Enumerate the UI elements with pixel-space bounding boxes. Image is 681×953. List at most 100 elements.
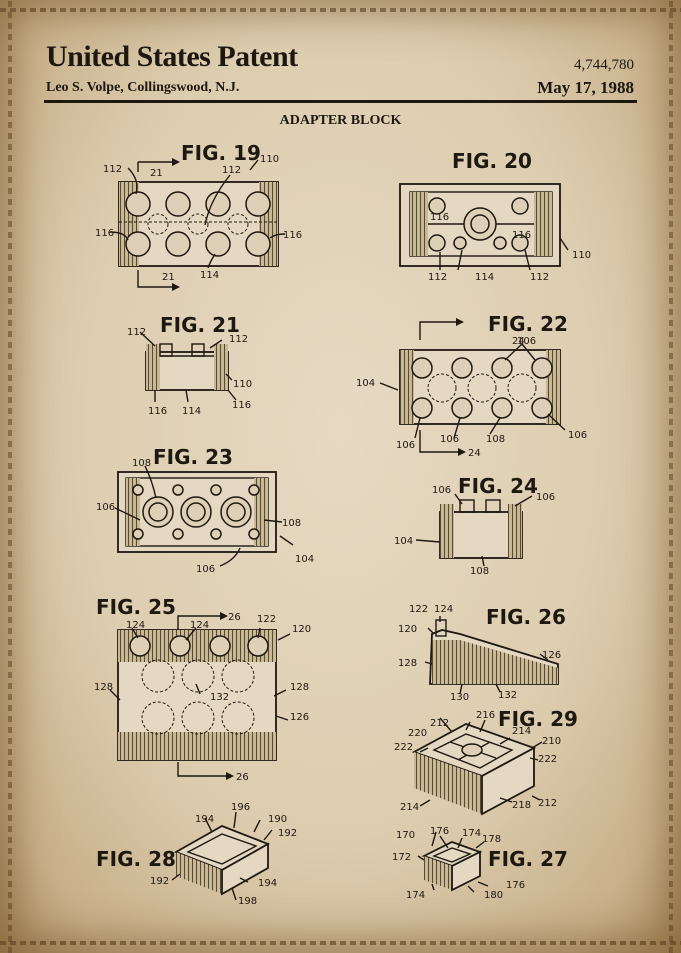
fig27-ref-176a: 176: [430, 826, 449, 837]
fig23-label: FIG. 23: [153, 445, 233, 469]
fig24-label: FIG. 24: [458, 474, 538, 498]
fig27-label: FIG. 27: [488, 847, 568, 871]
figure-28: FIG. 28 194 196 190 192 192 194 198: [96, 802, 297, 907]
fig19-ref-112a: 112: [103, 164, 122, 175]
fig21-ref-116a: 116: [148, 406, 167, 417]
figure-29: FIG. 29 216 212 220 214 210 222 222 214 …: [394, 707, 578, 816]
fig25-ref-122: 122: [257, 614, 276, 625]
patent-title: United States Patent: [46, 40, 298, 73]
patent-date: May 17, 1988: [537, 78, 634, 97]
fig22-label: FIG. 22: [488, 312, 568, 336]
fig21-ref-116b: 116: [232, 400, 251, 411]
fig19-ref-112b: 112: [222, 165, 241, 176]
fig20-label: FIG. 20: [452, 149, 532, 173]
fig21-ref-110: 110: [233, 379, 252, 390]
figure-22: FIG. 22 24 106 104 106 106 108 106 24: [356, 312, 587, 459]
figure-25: FIG. 25 26 124 124 122 120 128 132 128 1…: [94, 595, 311, 783]
fig27-ref-178: 178: [482, 834, 501, 845]
fig27-ref-174b: 174: [406, 890, 425, 901]
fig29-label: FIG. 29: [498, 707, 578, 731]
figure-27: FIG. 27 176 170 174 178 172 174 176 180: [392, 826, 568, 901]
fig26-ref-132: 132: [498, 690, 517, 701]
fig26-label: FIG. 26: [486, 605, 566, 629]
fig25-ref-124a: 124: [126, 620, 145, 631]
fig21-label: FIG. 21: [160, 313, 240, 337]
fig19-ref-110: 110: [260, 154, 279, 165]
fig25-ref-126: 126: [290, 712, 309, 723]
fig22-ref-104: 104: [356, 378, 375, 389]
figure-19: FIG. 19 112 110 21 112 116 116 114 21: [95, 141, 302, 291]
fig20-ref-110: 110: [572, 250, 591, 261]
deckle-edge-bottom: [0, 941, 681, 945]
fig25-ref-124b: 124: [190, 620, 209, 631]
fig29-ref-214a: 214: [512, 726, 531, 737]
fig22-ref-24b: 24: [468, 448, 481, 459]
fig27-ref-176b: 176: [506, 880, 525, 891]
fig19-ref-21b: 21: [162, 272, 175, 283]
fig24-ref-106b: 106: [536, 492, 555, 503]
fig27-ref-180: 180: [484, 890, 503, 901]
fig22-ref-106c: 106: [440, 434, 459, 445]
fig25-ref-132: 132: [210, 692, 229, 703]
fig27-ref-174a: 174: [462, 828, 481, 839]
fig28-ref-194b: 194: [258, 878, 277, 889]
fig24-ref-104: 104: [394, 536, 413, 547]
fig25-ref-120: 120: [292, 624, 311, 635]
fig20-ref-116b: 116: [512, 230, 531, 241]
figure-21: FIG. 21 112 112 110 116 114 116: [127, 313, 252, 417]
fig28-ref-190: 190: [268, 814, 287, 825]
fig20-ref-116a: 116: [430, 212, 449, 223]
fig26-ref-122: 122: [409, 604, 428, 615]
drawing-title: ADAPTER BLOCK: [279, 113, 402, 128]
fig20-ref-112b: 112: [530, 272, 549, 283]
fig26-ref-124: 124: [434, 604, 453, 615]
fig27-ref-170: 170: [396, 830, 415, 841]
fig27-ref-172: 172: [392, 852, 411, 863]
fig25-label: FIG. 25: [96, 595, 176, 619]
fig29-ref-220: 220: [408, 728, 427, 739]
fig26-ref-130: 130: [450, 692, 469, 703]
fig26-ref-120: 120: [398, 624, 417, 635]
fig22-ref-106d: 106: [568, 430, 587, 441]
inventor-line: Leo S. Volpe, Collingswood, N.J.: [46, 80, 240, 95]
fig29-ref-222a: 222: [394, 742, 413, 753]
fig20-ref-114: 114: [475, 272, 494, 283]
fig21-ref-114: 114: [182, 406, 201, 417]
fig28-label: FIG. 28: [96, 847, 176, 871]
fig26-ref-128: 128: [398, 658, 417, 669]
figure-23: FIG. 23 108 106 108 104 106: [96, 445, 314, 575]
fig24-ref-106a: 106: [432, 485, 451, 496]
fig29-ref-214b: 214: [400, 802, 419, 813]
fig29-ref-218: 218: [512, 800, 531, 811]
fig24-ref-108: 108: [470, 566, 489, 577]
fig29-ref-212a: 212: [430, 718, 449, 729]
fig29-ref-212b: 212: [538, 798, 557, 809]
deckle-edge-left: [8, 0, 12, 953]
patent-number: 4,744,780: [574, 57, 634, 73]
fig28-ref-196: 196: [231, 802, 250, 813]
fig28-ref-192a: 192: [278, 828, 297, 839]
fig29-ref-210: 210: [542, 736, 561, 747]
fig19-label: FIG. 19: [181, 141, 261, 165]
fig23-ref-106b: 106: [196, 564, 215, 575]
fig23-ref-108a: 108: [132, 458, 151, 469]
fig21-ref-112a: 112: [127, 327, 146, 338]
fig25-ref-26b: 26: [236, 772, 249, 783]
fig25-ref-26a: 26: [228, 612, 241, 623]
fig25-ref-128a: 128: [94, 682, 113, 693]
fig29-ref-216: 216: [476, 710, 495, 721]
fig23-ref-108b: 108: [282, 518, 301, 529]
fig20-ref-112a: 112: [428, 272, 447, 283]
header-rule: [44, 100, 637, 103]
fig28-ref-192b: 192: [150, 876, 169, 887]
fig19-ref-21a: 21: [150, 168, 163, 179]
fig19-ref-116a: 116: [95, 228, 114, 239]
fig22-ref-106a: 106: [517, 336, 536, 347]
fig19-ref-114: 114: [200, 270, 219, 281]
fig22-ref-24a: 24: [512, 336, 525, 347]
fig29-ref-222b: 222: [538, 754, 557, 765]
fig23-ref-104: 104: [295, 554, 314, 565]
figure-26: FIG. 26 122 124 120 128 126 130 132: [398, 604, 566, 703]
figure-24: FIG. 24 106 106 104 108: [394, 474, 555, 577]
